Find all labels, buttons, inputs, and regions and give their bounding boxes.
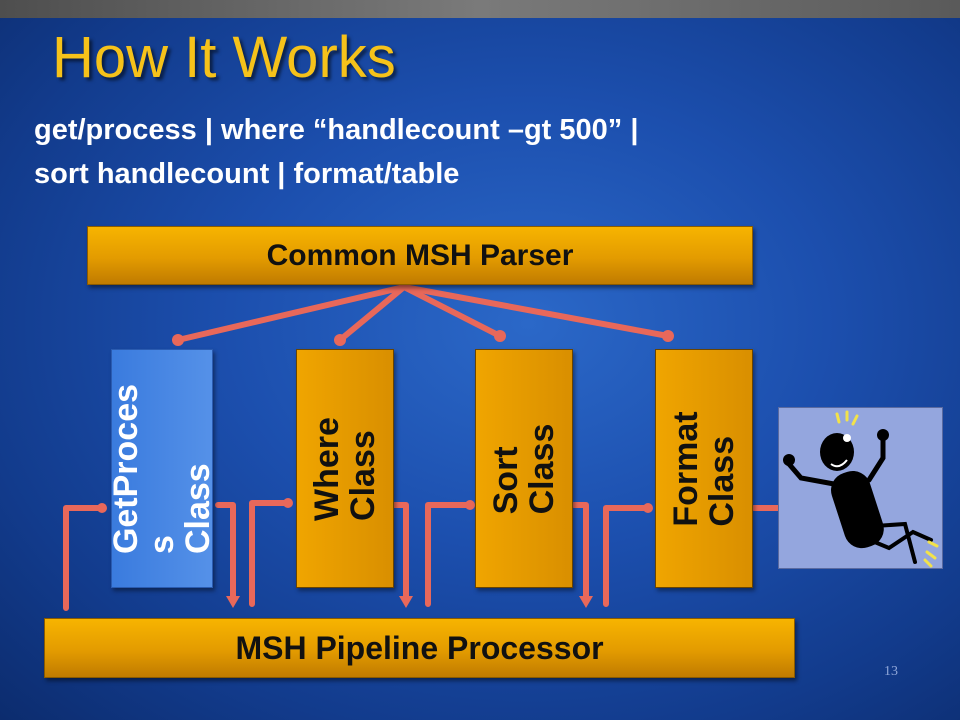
pipeline-out-sort — [571, 502, 589, 603]
parser-box: Common MSH Parser — [87, 226, 753, 285]
pipeline-box: MSH Pipeline Processor — [44, 618, 795, 678]
pipeline-in-getprocess — [63, 505, 105, 611]
page-number: 13 — [884, 664, 898, 679]
parser-to-getprocess-line — [175, 284, 407, 343]
pipeline-in-where — [249, 500, 291, 607]
format-class-box: Format Class — [655, 349, 753, 588]
parser-to-format-line — [401, 284, 671, 339]
pipeline-in-format — [603, 505, 651, 607]
getprocess-class-box: GetProces s Class — [107, 349, 217, 588]
parser-to-where-line — [337, 284, 407, 343]
where-class-box: Where Class — [296, 349, 394, 588]
pipeline-out-where — [391, 502, 409, 603]
command-line-2: sort handlecount | format/table — [34, 158, 460, 190]
where-class-label: Where Class — [308, 416, 382, 521]
excited-stick-figure-icon — [778, 407, 943, 569]
pipeline-out-getprocess — [215, 502, 236, 603]
format-class-label: Format Class — [667, 410, 741, 527]
top-border — [0, 0, 960, 18]
sort-class-label: Sort Class — [487, 423, 561, 514]
parser-to-sort-line — [401, 284, 503, 339]
sort-class-box: Sort Class — [475, 349, 573, 588]
slide-title: How It Works — [52, 25, 396, 90]
getprocess-class-label: GetProces s Class — [107, 383, 217, 554]
command-text: get/process | where “handlecount –gt 500… — [34, 108, 934, 196]
command-line-1: get/process | where “handlecount –gt 500… — [34, 114, 639, 146]
pipeline-in-sort — [425, 502, 473, 607]
